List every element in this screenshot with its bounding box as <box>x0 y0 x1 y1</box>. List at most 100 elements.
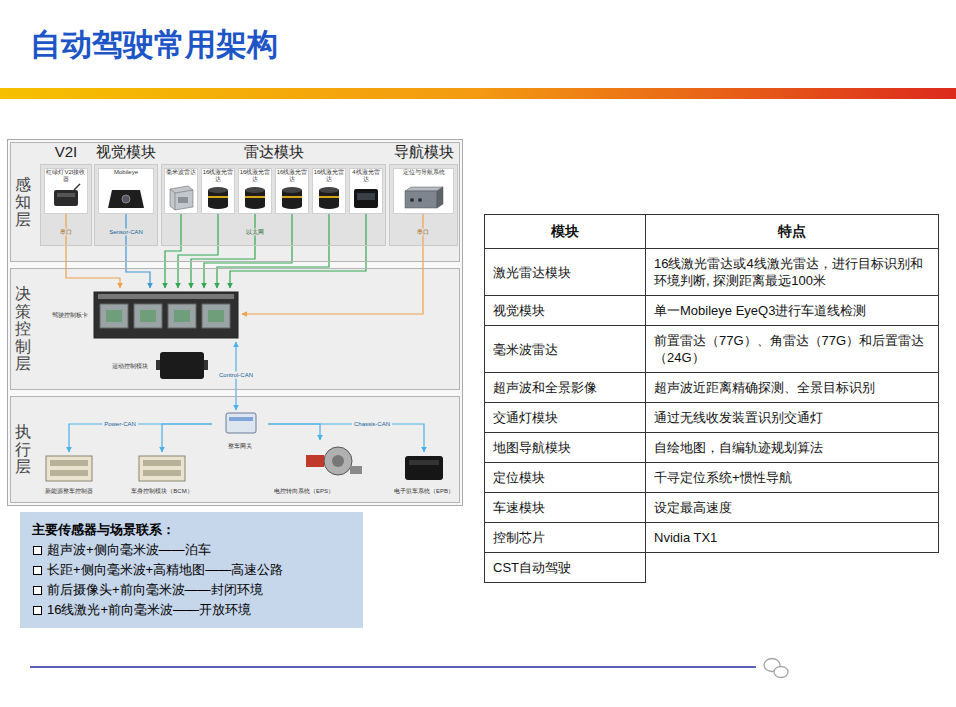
layer-band: 执行层 整车网关新能源整车控制器 车身控制模块（BCM） 电控转向系统（EPS） 电子驻… <box>10 396 460 503</box>
device-label: 驾驶控制板卡 <box>50 312 92 319</box>
connector <box>268 424 424 452</box>
device-card: 16线激光雷达 <box>238 168 272 214</box>
controller-picture <box>46 456 92 481</box>
control-board-picture <box>94 292 238 338</box>
device-label: 4线激光雷达 <box>349 168 383 183</box>
connector <box>268 424 320 440</box>
signal-label: Power-CAN <box>102 421 138 428</box>
lidar-picture <box>282 203 302 209</box>
lidar-picture <box>282 187 302 193</box>
control-board-picture <box>140 310 156 322</box>
table-cell: 特点 <box>646 215 939 249</box>
device-box: 驾驶控制板卡 <box>50 288 242 342</box>
signal-label: Chassis-CAN <box>352 421 392 428</box>
controller-picture <box>50 460 88 466</box>
lidar-box-picture <box>354 189 378 208</box>
v2i-receiver-picture <box>54 184 80 206</box>
steering-picture <box>324 447 352 475</box>
table-cell: 超声波和全景影像 <box>485 373 646 403</box>
controller-picture <box>50 470 88 476</box>
scenario-text: 超声波+侧向毫米波——泊车 <box>32 540 351 560</box>
device-label: 定位与导航系统 <box>393 168 454 176</box>
controller-picture <box>143 460 181 466</box>
feature-table: 模块 特点激光雷达模块 16线激光雷达或4线激光雷达，进行目标识别和环境判断, 探测… <box>484 214 939 583</box>
navigation-unit-picture <box>405 187 443 191</box>
table-cell-text: 定位模块 <box>493 469 545 486</box>
table-cell-text: 超声波和全景影像 <box>493 379 597 396</box>
device-box: 电控转向系统（EPS） <box>270 440 370 497</box>
table-cell: 控制芯片 <box>485 523 646 553</box>
scenario-text: 前后摄像头+前向毫米波——封闭环境 <box>32 580 351 600</box>
table-cell: 定位模块 <box>485 463 646 493</box>
navigation-unit-picture <box>418 198 422 202</box>
layer-label: 执行层 <box>15 423 31 476</box>
table-cell-text: CST自动驾驶 <box>493 559 571 576</box>
diagram-frame <box>8 140 463 506</box>
card-fill <box>44 168 88 214</box>
lidar-picture <box>245 187 265 193</box>
camera-picture <box>108 190 144 208</box>
controller-picture <box>139 456 185 481</box>
table-header-text: 模块 <box>551 223 579 240</box>
camera-picture <box>122 195 130 203</box>
device-label: 车身控制模块（BCM） <box>128 488 196 497</box>
layer-fill <box>10 268 460 390</box>
control-board-picture <box>174 310 190 322</box>
device-box: 车身控制模块（BCM） <box>128 452 196 497</box>
steering-picture <box>332 455 344 467</box>
connector <box>69 424 212 452</box>
panel-fill <box>40 164 458 246</box>
footer-line <box>30 666 756 668</box>
panel-fill <box>161 164 386 246</box>
scenario-text: 主要传感器与场景联系： <box>32 520 351 540</box>
table-cell-text: 16线激光雷达或4线激光雷达，进行目标识别和环境判断, 探测距离最远100米 <box>654 255 930 289</box>
layer-fill <box>10 142 460 503</box>
device-label: Mobileye <box>98 168 154 176</box>
control-board-picture <box>134 304 162 328</box>
v2i-receiver-picture <box>54 190 78 206</box>
device-label: 新能源整车控制器 <box>36 488 102 497</box>
card-fill <box>238 168 272 214</box>
steering-picture <box>350 466 362 474</box>
device-box: 整车网关 <box>212 410 268 452</box>
motion-module-picture <box>160 352 204 379</box>
scenario-box: 主要传感器与场景联系：超声波+侧向毫米波——泊车长距+侧向毫米波+高精地图——高… <box>20 512 363 628</box>
controller-picture <box>143 470 181 476</box>
panel-fill <box>40 164 92 246</box>
steering-picture <box>306 455 324 467</box>
lidar-picture <box>208 203 228 209</box>
layer-label: 决策控制层 <box>15 285 31 373</box>
table-cell-text: 激光雷达模块 <box>493 264 571 281</box>
table-cell-text: 车速模块 <box>493 499 545 516</box>
diagram-frame <box>8 140 463 506</box>
header-bar <box>0 88 956 99</box>
table-cell-text: 通过无线收发装置识别交通灯 <box>654 409 823 426</box>
device-card: 毫米波雷达 <box>164 168 198 214</box>
layer-label: 感知层 <box>15 176 31 229</box>
table-cell-text: 设定最高速度 <box>654 499 732 516</box>
lidar-picture <box>245 203 265 209</box>
control-board-picture <box>202 304 230 328</box>
control-board-picture <box>98 294 234 299</box>
mmwave-radar-picture <box>178 197 188 203</box>
v2i-receiver-picture <box>74 184 80 190</box>
v2i-receiver-picture <box>57 193 75 197</box>
lidar-picture <box>208 187 339 209</box>
table-cell: 千寻定位系统+惯性导航 <box>646 463 939 493</box>
device-label: 红绿灯V2I接收器 <box>44 168 88 183</box>
device-label: 16线激光雷达 <box>275 168 309 183</box>
device-label: 16线激光雷达 <box>238 168 272 183</box>
table-cell: 设定最高速度 <box>646 493 939 523</box>
table-cell: 车速模块 <box>485 493 646 523</box>
card-fill <box>312 168 346 214</box>
table-cell-text: 千寻定位系统+惯性导航 <box>654 469 792 486</box>
layer-band: 感知层V2I红绿灯V2I接收器视觉模块Mobileye雷达模块毫米波雷达16线激… <box>10 142 460 262</box>
device-box: 电子驻车系统（EPB） <box>392 452 456 497</box>
table-cell-text: 前置雷达（77G）、角雷达（77G）和后置雷达（24G） <box>654 332 930 366</box>
card-fill <box>98 168 154 214</box>
table-cell-text: 超声波近距离精确探测、全景目标识别 <box>654 379 875 396</box>
lidar-picture <box>282 196 302 198</box>
table-cell: 激光雷达模块 <box>485 249 646 296</box>
controller-picture <box>46 456 185 481</box>
mmwave-radar-picture <box>170 189 193 210</box>
